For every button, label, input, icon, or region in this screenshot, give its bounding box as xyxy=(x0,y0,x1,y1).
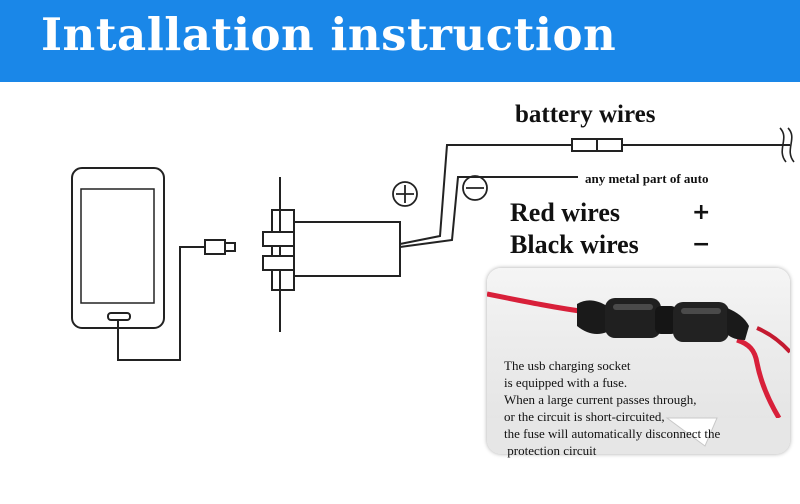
minus-symbol: − xyxy=(692,232,711,257)
note-line: or the circuit is short-circuited, xyxy=(504,409,665,424)
wiring-diagram xyxy=(71,127,795,361)
note-line: When a large current passes through, xyxy=(504,392,697,407)
wire-break-mark xyxy=(779,127,795,163)
usb-cable xyxy=(117,239,236,361)
note-line: the fuse will automatically disconnect t… xyxy=(504,426,721,441)
fuse-holder xyxy=(577,298,749,342)
negative-terminal-symbol xyxy=(462,175,488,201)
red-wire xyxy=(487,291,588,315)
note-line: The usb charging socket xyxy=(504,358,631,373)
fuse-photo xyxy=(487,268,790,454)
fuse-note: The usb charging socket is equipped with… xyxy=(504,357,720,459)
inline-fuse xyxy=(571,138,623,152)
metal-part-label: any metal part of auto xyxy=(585,171,709,186)
red-wires-label: Red wires xyxy=(510,198,621,227)
positive-terminal-symbol xyxy=(392,181,418,207)
title-banner: Intallation instruction xyxy=(0,0,800,82)
battery-wires-label: battery wires xyxy=(515,101,656,128)
charging-socket xyxy=(262,209,401,291)
phone xyxy=(71,167,165,329)
note-line: protection circuit xyxy=(504,443,597,458)
plus-symbol: + xyxy=(692,200,711,225)
red-wire-right xyxy=(736,337,782,420)
black-wires-label: Black wires xyxy=(510,230,639,259)
socket-wires xyxy=(399,144,578,248)
note-line: is equipped with a fuse. xyxy=(504,375,628,390)
page-title: Intallation instruction xyxy=(41,8,617,61)
